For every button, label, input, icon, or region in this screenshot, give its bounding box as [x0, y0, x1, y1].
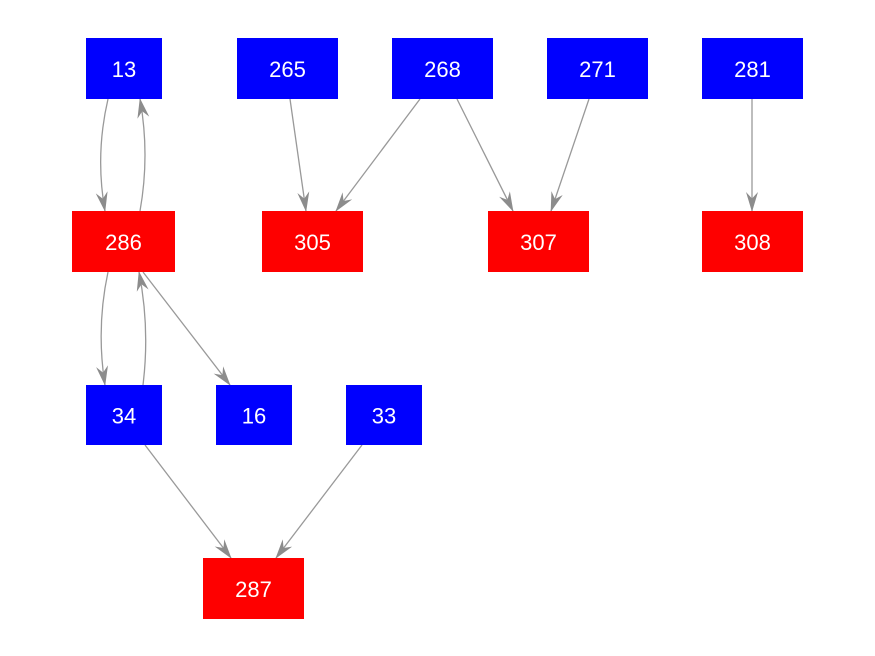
node-34-label: 34 — [112, 404, 136, 429]
node-16-box[interactable] — [216, 385, 292, 445]
edge-286-to-16 — [142, 271, 231, 386]
node-265-label: 265 — [269, 57, 306, 82]
node-271[interactable]: 271 — [547, 38, 648, 99]
edge-13-to-286 — [95, 98, 109, 212]
node-286[interactable]: 286 — [72, 211, 175, 272]
node-308[interactable]: 308 — [702, 211, 803, 272]
node-33[interactable]: 33 — [346, 385, 422, 445]
node-13-box[interactable] — [86, 38, 162, 99]
node-268[interactable]: 268 — [392, 38, 493, 99]
edges-layer — [95, 98, 758, 559]
node-13-label: 13 — [112, 57, 136, 82]
node-33-label: 33 — [372, 404, 396, 429]
node-287-box[interactable] — [203, 558, 304, 619]
node-287[interactable]: 287 — [203, 558, 304, 619]
node-307-box[interactable] — [488, 211, 589, 272]
node-268-label: 268 — [424, 57, 461, 82]
node-305-box[interactable] — [262, 211, 363, 272]
edge-34-to-287 — [144, 444, 232, 559]
node-305[interactable]: 305 — [262, 211, 363, 272]
node-308-label: 308 — [734, 230, 771, 255]
node-307-label: 307 — [520, 230, 557, 255]
node-281-label: 281 — [734, 57, 771, 82]
node-308-box[interactable] — [702, 211, 803, 272]
node-281[interactable]: 281 — [702, 38, 803, 99]
edge-286-to-34 — [96, 271, 109, 386]
node-287-label: 287 — [235, 577, 272, 602]
edge-34-to-286 — [136, 271, 149, 386]
node-286-box[interactable] — [72, 211, 175, 272]
node-34[interactable]: 34 — [86, 385, 162, 445]
node-307[interactable]: 307 — [488, 211, 589, 272]
edge-268-to-307 — [456, 98, 514, 212]
nodes-layer: 13 265 268 271 281 286 305 307 308 34 16 33 287 — [72, 38, 803, 619]
node-16-label: 16 — [242, 404, 266, 429]
edge-268-to-305 — [335, 98, 421, 212]
node-265-box[interactable] — [237, 38, 338, 99]
node-16[interactable]: 16 — [216, 385, 292, 445]
node-33-box[interactable] — [346, 385, 422, 445]
node-34-box[interactable] — [86, 385, 162, 445]
node-281-box[interactable] — [702, 38, 803, 99]
node-271-label: 271 — [579, 57, 616, 82]
node-286-label: 286 — [105, 230, 142, 255]
edge-286-to-13 — [137, 98, 150, 212]
node-265[interactable]: 265 — [237, 38, 338, 99]
node-305-label: 305 — [294, 230, 331, 255]
edge-33-to-287 — [275, 444, 363, 559]
node-268-box[interactable] — [392, 38, 493, 99]
edge-271-to-307 — [550, 98, 590, 212]
edge-265-to-305 — [289, 98, 310, 212]
node-13[interactable]: 13 — [86, 38, 162, 99]
node-271-box[interactable] — [547, 38, 648, 99]
